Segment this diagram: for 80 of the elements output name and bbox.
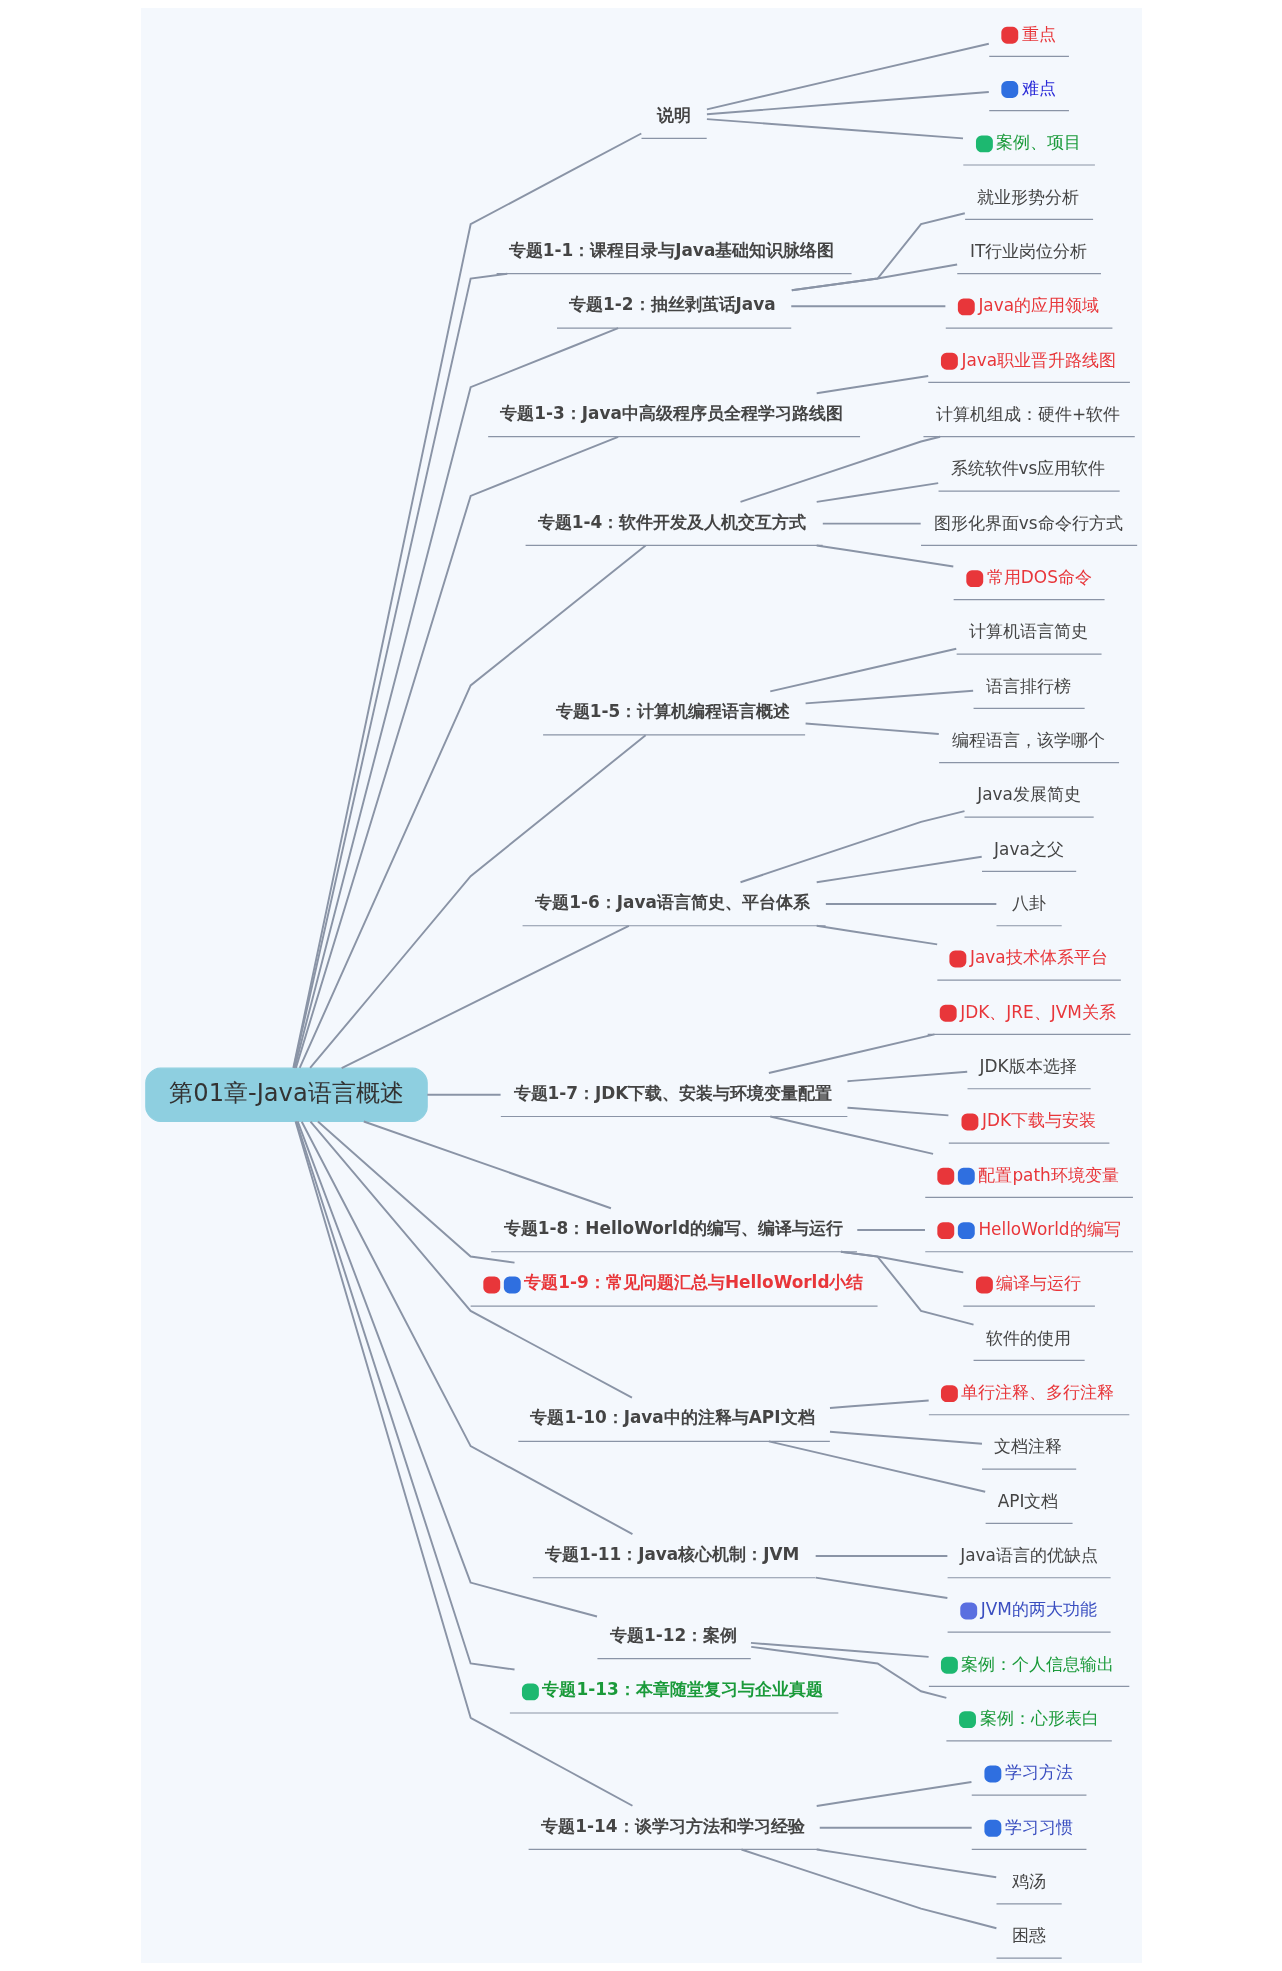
connector bbox=[814, 1555, 948, 1557]
connector bbox=[767, 1033, 935, 1074]
node-text: 专题1-1：课程目录与Java基础知识脉络图 bbox=[508, 239, 834, 260]
connector bbox=[292, 272, 508, 1070]
node-text: 专题1-12：案例 bbox=[609, 1624, 737, 1645]
connector bbox=[839, 1250, 974, 1326]
node-text: Java发展简史 bbox=[976, 784, 1081, 805]
connector bbox=[309, 1120, 633, 1399]
node-text: 说明 bbox=[656, 104, 691, 125]
node-text: API文档 bbox=[997, 1490, 1058, 1511]
node-text: 就业形势分析 bbox=[976, 186, 1079, 207]
connector bbox=[362, 1120, 612, 1210]
node-text: 专题1-5：计算机编程语言概述 bbox=[555, 701, 790, 722]
connector bbox=[767, 1440, 986, 1493]
connector bbox=[298, 544, 647, 1069]
node-text: 文档注释 bbox=[993, 1436, 1062, 1457]
node-text: 八卦 bbox=[1011, 893, 1046, 914]
connector bbox=[815, 1781, 972, 1807]
connector bbox=[425, 1093, 502, 1096]
connector bbox=[739, 810, 965, 884]
connector bbox=[300, 1120, 633, 1536]
connector bbox=[824, 903, 997, 905]
node-text: 专题1-11：Java核心机制：JVM bbox=[544, 1543, 799, 1564]
connector bbox=[705, 91, 990, 116]
connector bbox=[804, 722, 940, 735]
connector bbox=[768, 647, 957, 693]
connector bbox=[749, 1645, 947, 1699]
node-text: 图形化界面vs命令行方式 bbox=[933, 512, 1123, 533]
connector bbox=[815, 544, 954, 568]
connector bbox=[790, 263, 958, 292]
node-text: 专题1-8：HelloWorld的编写、编译与运行 bbox=[503, 1217, 843, 1238]
connector bbox=[815, 1848, 997, 1879]
connector bbox=[316, 1120, 515, 1264]
node-text: IT行业岗位分析 bbox=[969, 241, 1087, 262]
node-box: 第01章-Java语言概述 bbox=[144, 1067, 428, 1122]
connector bbox=[815, 482, 939, 503]
connector bbox=[740, 1848, 997, 1930]
connector bbox=[789, 305, 946, 308]
connector bbox=[815, 855, 983, 884]
node-text: 专题1-4：软件开发及人机交互方式 bbox=[537, 511, 806, 532]
connector bbox=[828, 1430, 983, 1445]
node-text: Java之父 bbox=[993, 838, 1064, 859]
connector bbox=[308, 734, 647, 1069]
node-text: 系统软件vs应用软件 bbox=[950, 458, 1105, 479]
node-text: 鸡汤 bbox=[1011, 1871, 1046, 1892]
connector bbox=[749, 1641, 930, 1658]
connector bbox=[340, 924, 630, 1069]
connector bbox=[294, 1120, 515, 1671]
node-text: 专题1-3：Java中高级程序员全程学习路线图 bbox=[499, 402, 843, 423]
connector bbox=[818, 1826, 973, 1829]
node-text: 困惑 bbox=[1011, 1925, 1046, 1946]
connector bbox=[846, 1106, 949, 1117]
node-text: 专题1-7：JDK下载、安装与环境变量配置 bbox=[513, 1082, 832, 1103]
connector bbox=[705, 118, 964, 140]
node-text: JDK版本选择 bbox=[979, 1056, 1077, 1077]
node-text: 语言排行榜 bbox=[985, 675, 1071, 696]
node-text: 专题1-10：Java中的注释与API文档 bbox=[529, 1407, 815, 1428]
connector bbox=[815, 924, 938, 946]
connector bbox=[821, 522, 922, 525]
node-text: 软件的使用 bbox=[985, 1327, 1071, 1348]
connector bbox=[296, 1120, 598, 1618]
connector bbox=[804, 689, 974, 705]
connector bbox=[739, 435, 941, 503]
connector bbox=[855, 1229, 926, 1231]
node-text: 专题1-6：Java语言简史、平台体系 bbox=[534, 891, 810, 912]
connector bbox=[790, 212, 966, 292]
node-text: Java语言的优缺点 bbox=[959, 1545, 1098, 1566]
node-text: 编程语言，该学哪个 bbox=[951, 730, 1105, 751]
connector bbox=[814, 1576, 948, 1599]
connector bbox=[291, 132, 642, 1069]
node-text: 计算机组成：硬件+软件 bbox=[935, 404, 1120, 425]
connector bbox=[768, 1115, 934, 1155]
node-text: 专题1-14：谈学习方法和学习经验 bbox=[540, 1815, 805, 1836]
connector bbox=[815, 375, 929, 395]
connector bbox=[705, 42, 990, 111]
connector bbox=[846, 1070, 968, 1083]
node-text: 计算机语言简史 bbox=[968, 621, 1088, 642]
node-text: 专题1-2：抽丝剥茧话Java bbox=[568, 294, 776, 315]
connector bbox=[828, 1399, 930, 1409]
connector bbox=[294, 1120, 633, 1807]
